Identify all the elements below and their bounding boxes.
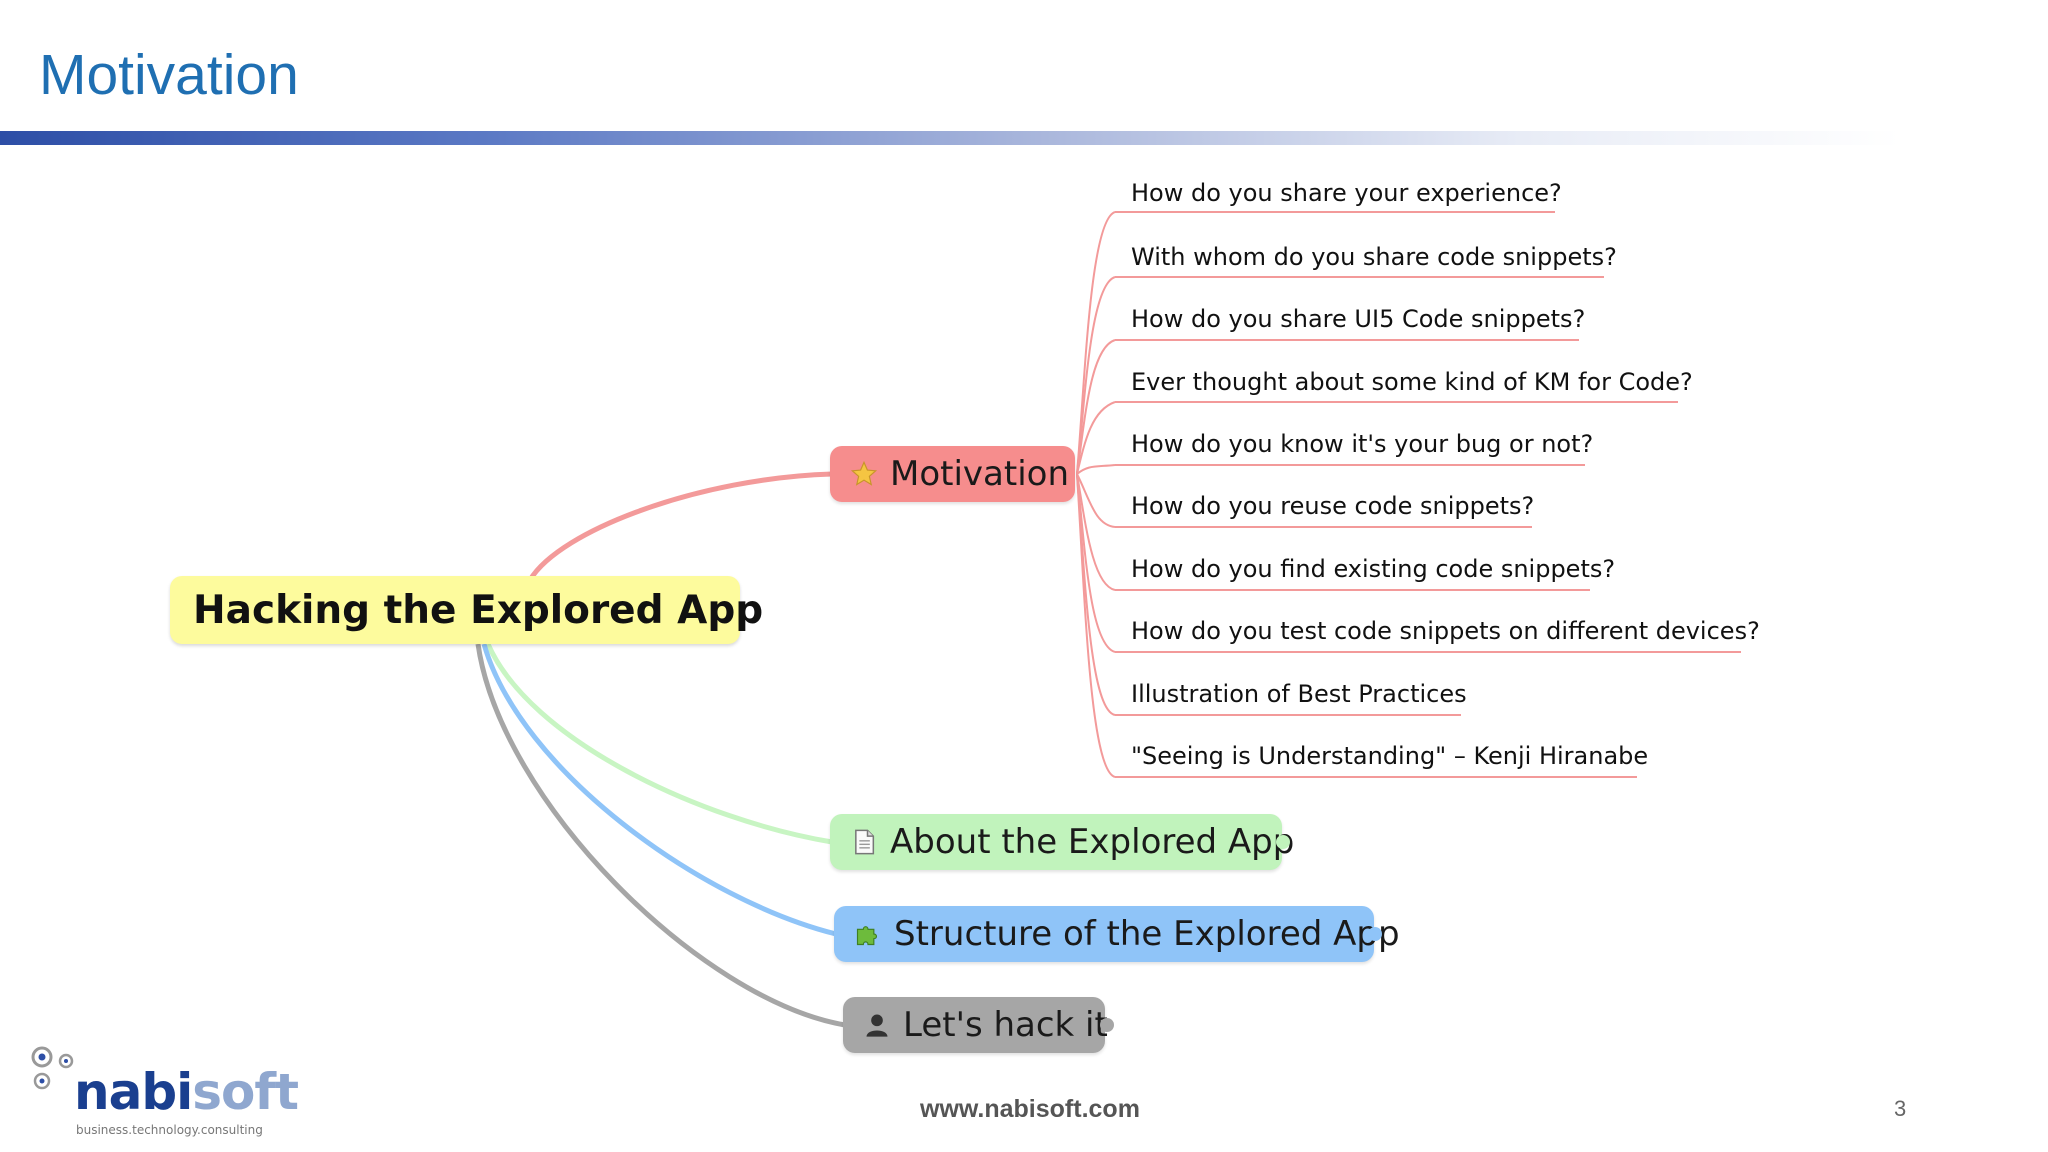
- root-node[interactable]: Hacking the Explored App: [170, 576, 763, 644]
- puzzle-icon: [856, 926, 878, 946]
- branch-structure-label: Structure of the Explored App: [894, 914, 1400, 954]
- slide-title: Motivation: [39, 43, 299, 107]
- leaf-item[interactable]: How do you share your experience?: [1131, 179, 1562, 207]
- title-gradient-bar: [0, 131, 1900, 145]
- star-icon: [850, 460, 878, 486]
- branch-about[interactable]: About the Explored App: [830, 814, 1294, 870]
- branch-motivation-label: Motivation: [890, 454, 1069, 494]
- branch-motivation[interactable]: Motivation: [830, 446, 1075, 502]
- leaf-item[interactable]: Ever thought about some kind of KM for C…: [1131, 368, 1693, 396]
- leaf-item[interactable]: Illustration of Best Practices: [1131, 680, 1467, 708]
- leaf-item[interactable]: How do you reuse code snippets?: [1131, 492, 1535, 520]
- connector-about: [485, 642, 833, 845]
- branch-structure-handle[interactable]: [1368, 927, 1382, 941]
- connector-structure: [481, 643, 837, 937]
- person-icon: [866, 1014, 888, 1037]
- branch-about-handle[interactable]: [1276, 835, 1290, 849]
- branch-hack[interactable]: Let's hack it: [843, 997, 1108, 1053]
- branch-about-label: About the Explored App: [890, 822, 1295, 862]
- logo-circles-icon: [31, 1046, 74, 1090]
- leaf-item[interactable]: How do you share UI5 Code snippets?: [1131, 305, 1586, 333]
- logo-tagline: business.technology.consulting: [76, 1123, 263, 1137]
- branch-hack-label: Let's hack it: [903, 1005, 1108, 1045]
- page-number: 3: [1894, 1096, 1907, 1121]
- footer-url[interactable]: www.nabisoft.com: [920, 1095, 1140, 1123]
- branch-hack-handle[interactable]: [1100, 1018, 1114, 1032]
- document-icon: [855, 829, 875, 855]
- connector-motivation: [527, 471, 833, 582]
- branch-structure[interactable]: Structure of the Explored App: [834, 906, 1400, 962]
- leaf-item[interactable]: How do you test code snippets on differe…: [1131, 617, 1760, 645]
- leaf-connectors: [1076, 211, 1116, 778]
- logo-wordmark: nabisoft: [74, 1063, 299, 1121]
- leaf-item[interactable]: How do you find existing code snippets?: [1131, 555, 1616, 583]
- leaf-item[interactable]: With whom do you share code snippets?: [1131, 243, 1617, 271]
- nabisoft-logo: nabisoft business.technology.consulting: [28, 1045, 299, 1145]
- connector-hack: [475, 643, 846, 1028]
- leaf-item[interactable]: "Seeing is Understanding" – Kenji Hirana…: [1131, 742, 1649, 770]
- root-node-label: Hacking the Explored App: [193, 587, 764, 633]
- leaf-item[interactable]: How do you know it's your bug or not?: [1131, 430, 1594, 458]
- leaf-underlines: [1115, 211, 1741, 778]
